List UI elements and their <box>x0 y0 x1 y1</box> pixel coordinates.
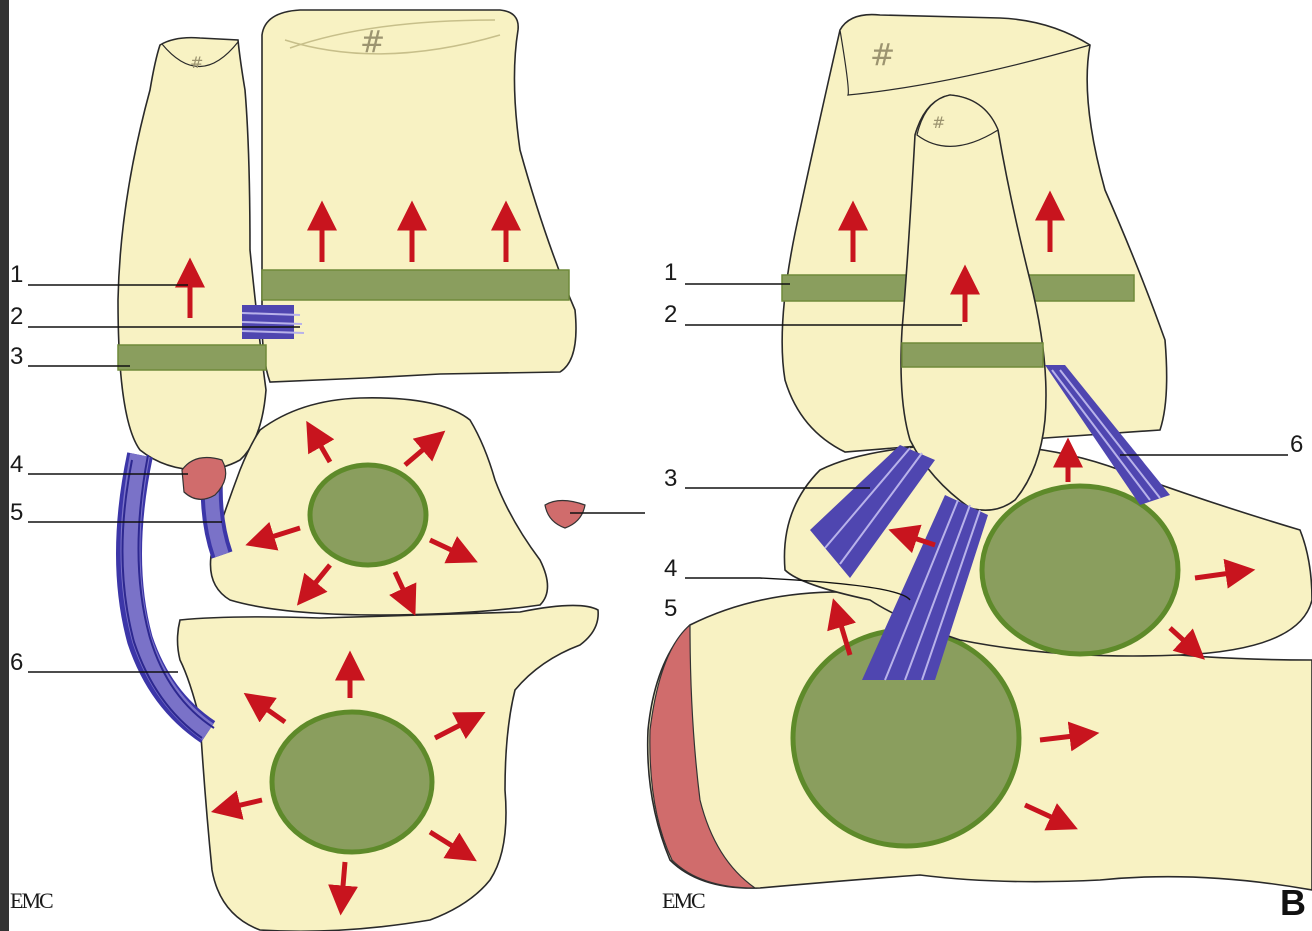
svg-text:#: # <box>870 38 895 73</box>
svg-text:#: # <box>190 53 203 72</box>
right-emc-logo: EMC <box>662 888 705 913</box>
right-panel: # # <box>648 15 1312 890</box>
left-label-6: 6 <box>10 649 23 676</box>
right-label-5: 5 <box>664 595 677 622</box>
right-label-2: 2 <box>664 301 677 328</box>
left-tibia-growth-plate <box>262 270 569 300</box>
left-labels: 1 2 3 4 5 6 EMC <box>10 261 53 913</box>
left-tibia <box>262 10 576 382</box>
left-fibula-growth-plate <box>118 345 266 370</box>
left-label-2: 2 <box>10 303 23 330</box>
svg-text:#: # <box>360 25 385 60</box>
left-label-5: 5 <box>10 499 23 526</box>
left-fibula <box>118 38 266 470</box>
left-panel: # # <box>118 10 598 931</box>
panel-letter-b: B <box>1280 882 1306 923</box>
right-talus-ossification-center <box>982 486 1178 654</box>
right-label-3: 3 <box>664 465 677 492</box>
right-fibula-growth-plate <box>902 343 1043 367</box>
left-label-4: 4 <box>10 451 23 478</box>
left-label-1: 1 <box>10 261 23 288</box>
right-label-4: 4 <box>664 555 677 582</box>
left-talus-ossification-center <box>310 465 426 565</box>
right-label-1: 1 <box>664 259 677 286</box>
left-calcaneus-ossification-center <box>272 712 432 852</box>
right-label-6: 6 <box>1290 431 1303 458</box>
left-label-3: 3 <box>10 343 23 370</box>
left-emc-logo: EMC <box>10 888 53 913</box>
left-cartilage-medial <box>545 501 585 529</box>
svg-text:#: # <box>932 113 945 132</box>
